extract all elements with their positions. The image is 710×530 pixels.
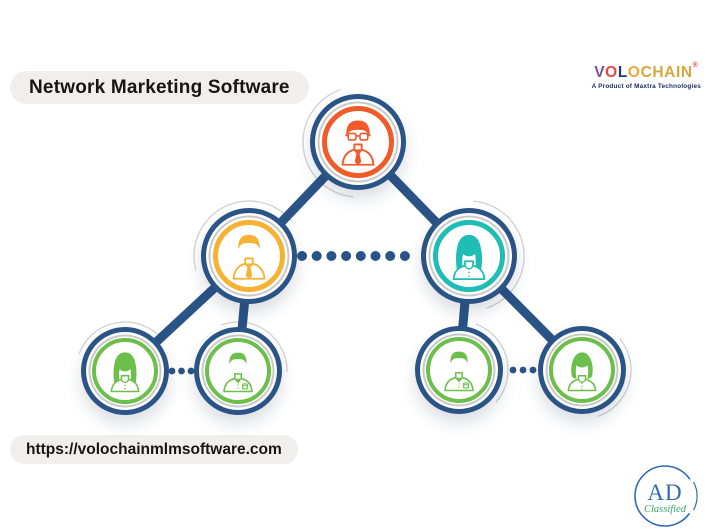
man-shirt-avatar-icon xyxy=(215,348,261,394)
man-shirt-avatar-icon xyxy=(436,347,482,393)
woman-long-hair-avatar-icon xyxy=(443,230,495,282)
decorative-arc xyxy=(532,320,632,420)
woman-bob-avatar-icon xyxy=(559,347,605,393)
member-node-level3-d xyxy=(538,326,626,414)
website-url: https://volochainmlmsoftware.com xyxy=(10,435,298,464)
member-node-level3-c xyxy=(415,326,503,414)
decorative-arc xyxy=(193,200,305,312)
continuation-dots-level3-left xyxy=(168,367,195,375)
member-node-root xyxy=(310,94,406,190)
watermark-label: Classified xyxy=(644,504,687,515)
man-with-tie-avatar-icon xyxy=(223,230,275,282)
member-node-level2-left xyxy=(201,208,297,304)
brand-tagline: A Product of Maxtra Technologies xyxy=(591,83,701,91)
member-node-level2-right xyxy=(421,208,517,304)
watermark-ring xyxy=(634,465,696,527)
brand-logo: VOLOCHAIN® A Product of Maxtra Technolog… xyxy=(591,62,701,91)
man-with-glasses-avatar-icon xyxy=(332,116,384,168)
avatar-ring xyxy=(549,337,615,403)
woman-long-hair-avatar-icon xyxy=(102,348,148,394)
avatar-ring xyxy=(205,338,271,404)
continuation-dots-level3-right xyxy=(509,366,537,374)
avatar-ring xyxy=(433,220,505,292)
ad-classified-logo: AD Classified xyxy=(634,465,698,527)
avatar-ring xyxy=(322,106,394,178)
brand-wordmark-line: VOLOCHAIN® xyxy=(592,62,701,81)
watermark-paren-arc xyxy=(692,481,698,511)
brand-wordmark: VOLOCHAIN xyxy=(594,64,693,81)
continuation-dots-level2 xyxy=(297,251,410,261)
page-title: Network Marketing Software xyxy=(10,71,309,104)
registered-trademark-icon: ® xyxy=(692,62,699,69)
decorative-arc xyxy=(413,200,525,312)
decorative-arc xyxy=(188,321,288,421)
watermark-initials: AD xyxy=(647,480,682,505)
decorative-arc xyxy=(302,86,414,198)
decorative-arc xyxy=(75,321,175,421)
avatar-ring xyxy=(213,220,285,292)
member-node-level3-b xyxy=(194,327,282,415)
member-node-level3-a xyxy=(81,327,169,415)
avatar-ring xyxy=(92,338,158,404)
avatar-ring xyxy=(426,337,492,403)
